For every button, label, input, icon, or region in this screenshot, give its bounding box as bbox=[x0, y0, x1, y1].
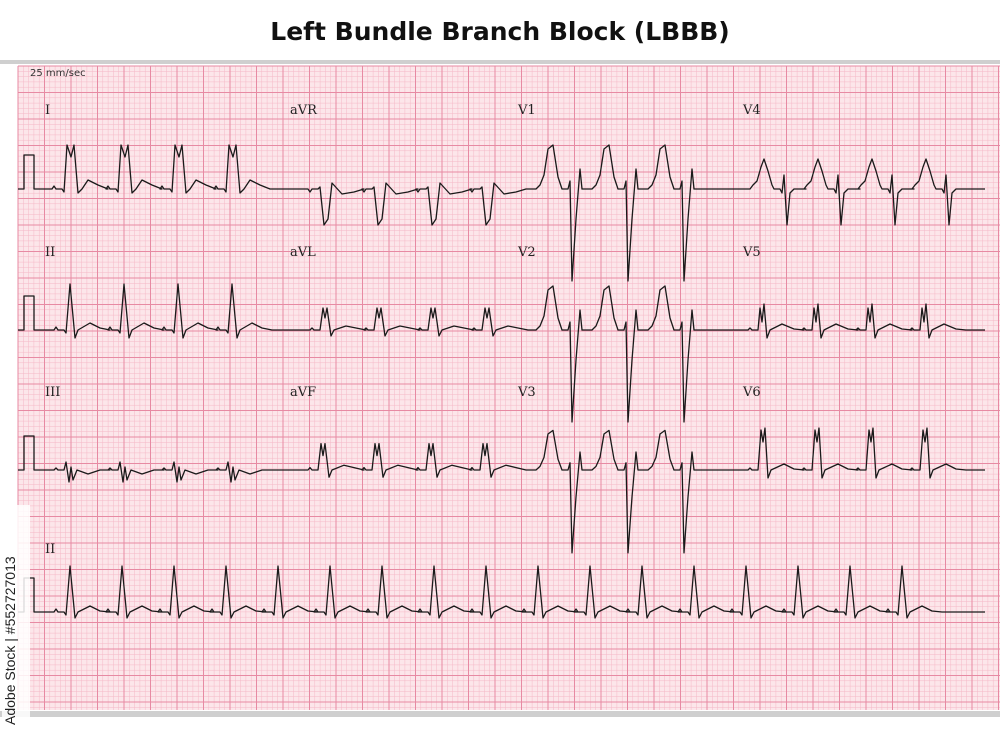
lead-label-v4: V4 bbox=[742, 103, 761, 118]
lead-label-v1: V1 bbox=[517, 103, 536, 118]
grid-minor-lines bbox=[18, 66, 1000, 710]
lead-label-ii: II bbox=[45, 245, 55, 260]
trace-lead-ii bbox=[40, 283, 290, 339]
grid-lines bbox=[17, 65, 1000, 710]
trace-lead-v2 bbox=[530, 285, 740, 423]
trace-lead-v6 bbox=[740, 427, 985, 479]
lead-label-iii: III bbox=[45, 385, 60, 400]
calibration-pulse-row1 bbox=[18, 154, 40, 190]
trace-lead-avf bbox=[290, 442, 530, 478]
page-title: Left Bundle Branch Block (LBBB) bbox=[270, 17, 730, 46]
ecg-traces bbox=[18, 144, 985, 619]
paper-speed-label: 25 mm/sec bbox=[30, 68, 86, 79]
trace-lead-v1 bbox=[530, 144, 740, 282]
calibration-pulse-row3 bbox=[18, 435, 40, 471]
trace-lead-v4 bbox=[740, 158, 985, 226]
lead-label-v6: V6 bbox=[742, 385, 761, 400]
lead-label-v2: V2 bbox=[517, 245, 536, 260]
grid-background bbox=[18, 66, 1000, 710]
trace-lead-avl bbox=[290, 307, 530, 337]
lead-label-rhythm-ii: II bbox=[45, 542, 55, 557]
lead-label-v3: V3 bbox=[517, 385, 536, 400]
lead-label-v5: V5 bbox=[742, 245, 761, 260]
bottom-divider bbox=[0, 711, 1000, 717]
lead-label-avf: aVF bbox=[290, 385, 316, 400]
stock-watermark: Adobe Stock | #552727013 bbox=[2, 505, 30, 729]
lead-label-i: I bbox=[45, 103, 50, 118]
trace-lead-avr bbox=[290, 182, 530, 226]
lead-labels: I aVR V1 V4 II aVL V2 V5 III aVF V3 V6 I… bbox=[45, 103, 761, 557]
top-divider bbox=[0, 60, 1000, 64]
trace-lead-i bbox=[40, 144, 290, 194]
lead-label-avr: aVR bbox=[290, 103, 318, 118]
trace-rhythm-ii bbox=[40, 565, 985, 619]
lead-label-avl: aVL bbox=[290, 245, 316, 260]
trace-lead-v5 bbox=[740, 303, 985, 339]
trace-lead-iii bbox=[40, 461, 290, 483]
calibration-pulse-row2 bbox=[18, 295, 40, 331]
trace-lead-v3 bbox=[530, 429, 740, 554]
